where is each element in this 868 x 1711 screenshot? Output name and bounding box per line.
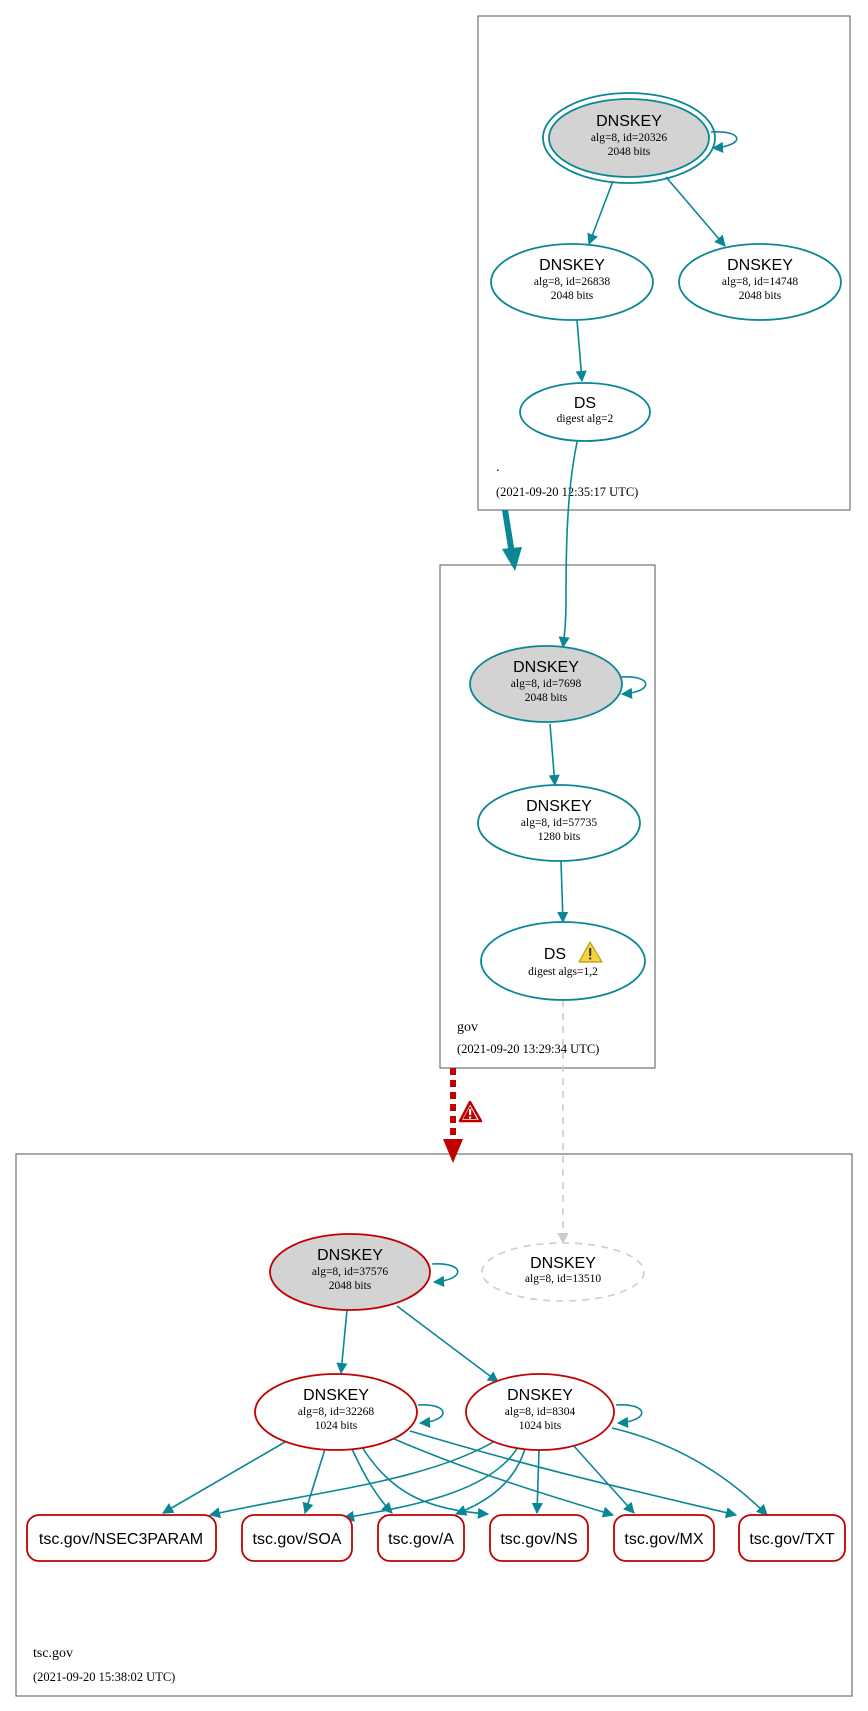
edge-zsk2-self <box>615 1404 643 1428</box>
node-gov-ksk[interactable]: DNSKEY alg=8, id=7698 2048 bits <box>469 645 623 723</box>
zone-gov-time: (2021-09-20 13:29:34 UTC) <box>457 1042 599 1056</box>
warning-icon <box>578 941 603 963</box>
node-tsc-ksk-title: DNSKEY <box>317 1247 383 1264</box>
edge-gov-ksk-self <box>619 676 647 699</box>
edge-zsk2-to-txt <box>611 1427 768 1516</box>
edge-zsk1-to-ns <box>361 1446 490 1519</box>
rrset-a-label: tsc.gov/A <box>388 1531 454 1548</box>
zone-gov-name: gov <box>457 1020 478 1035</box>
edge-zsk2-to-nsec3param <box>208 1437 501 1519</box>
rrset-mx[interactable]: tsc.gov/MX <box>613 1514 715 1562</box>
edges <box>162 131 768 1522</box>
rrset-ns[interactable]: tsc.gov/NS <box>489 1514 589 1562</box>
node-root-ksk-alg: alg=8, id=20326 <box>591 132 667 144</box>
rrset-soa[interactable]: tsc.gov/SOA <box>241 1514 353 1562</box>
edge-zsk2-to-ns <box>531 1449 543 1515</box>
rrset-nsec3param[interactable]: tsc.gov/NSEC3PARAM <box>26 1514 217 1562</box>
zone-tsc-gov-name: tsc.gov <box>33 1646 73 1661</box>
node-gov-ksk-alg: alg=8, id=7698 <box>511 678 582 690</box>
node-gov-ksk-title: DNSKEY <box>513 659 579 676</box>
edge-tsc-ksk-self <box>431 1263 459 1287</box>
edge-zsk2-to-soa <box>342 1446 519 1522</box>
edge-root-zsk1-to-ds <box>575 319 587 383</box>
node-root-ds[interactable]: DS digest alg=2 <box>519 382 651 442</box>
node-root-zsk-26838[interactable]: DNSKEY alg=8, id=26838 2048 bits <box>490 243 654 321</box>
delegation-warning-icon <box>458 1100 483 1123</box>
delegation-root-to-gov <box>502 509 522 571</box>
edge-root-ds-to-gov-ksk <box>558 437 579 649</box>
node-gov-zsk-alg: alg=8, id=57735 <box>521 817 597 829</box>
node-tsc-zsk-32268-title: DNSKEY <box>303 1387 369 1404</box>
zone-root-name: . <box>496 460 500 475</box>
edge-zsk1-to-txt <box>409 1430 738 1519</box>
node-root-zsk-26838-title: DNSKEY <box>539 257 605 274</box>
rrset-mx-label: tsc.gov/MX <box>624 1531 703 1548</box>
zone-root-time: (2021-09-20 12:35:17 UTC) <box>496 485 638 499</box>
edge-root-ksk-to-zsk2 <box>665 176 726 247</box>
edge-gov-zsk-to-ds <box>557 860 569 924</box>
node-tsc-missing-dnskey[interactable]: DNSKEY alg=8, id=13510 <box>481 1242 645 1302</box>
rrset-txt[interactable]: tsc.gov/TXT <box>738 1514 846 1562</box>
node-gov-ds-title: DS <box>544 946 566 963</box>
node-tsc-missing-dnskey-alg: alg=8, id=13510 <box>525 1273 601 1285</box>
node-tsc-ksk-bits: 2048 bits <box>329 1280 372 1292</box>
node-root-zsk-26838-alg: alg=8, id=26838 <box>534 276 610 288</box>
node-tsc-zsk-8304[interactable]: DNSKEY alg=8, id=8304 1024 bits <box>465 1373 615 1451</box>
node-root-zsk-14748-title: DNSKEY <box>727 257 793 274</box>
zone-root: . (2021-09-20 12:35:17 UTC) <box>477 15 851 511</box>
node-tsc-zsk-8304-bits: 1024 bits <box>519 1420 562 1432</box>
node-gov-ds[interactable]: DS digest algs=1,2 <box>480 921 646 1001</box>
edge-zsk2-to-a <box>454 1448 526 1516</box>
node-gov-ds-digest: digest algs=1,2 <box>528 966 598 978</box>
node-gov-zsk-bits: 1280 bits <box>538 831 581 843</box>
node-root-zsk-14748-bits: 2048 bits <box>739 290 782 302</box>
zone-tsc-gov: tsc.gov (2021-09-20 15:38:02 UTC) <box>15 1153 853 1697</box>
rrset-nsec3param-label: tsc.gov/NSEC3PARAM <box>39 1531 203 1548</box>
node-tsc-ksk-alg: alg=8, id=37576 <box>312 1266 388 1278</box>
node-root-ksk-bits: 2048 bits <box>608 146 651 158</box>
node-root-ds-digest: digest alg=2 <box>557 413 614 425</box>
edge-zsk1-self <box>417 1404 444 1428</box>
node-root-ksk[interactable]: DNSKEY alg=8, id=20326 2048 bits <box>542 92 716 184</box>
node-root-ds-title: DS <box>574 395 596 412</box>
node-tsc-zsk-8304-alg: alg=8, id=8304 <box>505 1406 576 1418</box>
node-root-zsk-26838-bits: 2048 bits <box>551 290 594 302</box>
rrset-txt-label: tsc.gov/TXT <box>749 1531 835 1548</box>
edge-zsk1-to-nsec3param <box>162 1441 286 1514</box>
node-root-zsk-14748-alg: alg=8, id=14748 <box>722 276 798 288</box>
edge-zsk1-to-a <box>351 1448 393 1514</box>
rrset-soa-label: tsc.gov/SOA <box>253 1531 342 1548</box>
node-gov-zsk[interactable]: DNSKEY alg=8, id=57735 1280 bits <box>477 784 641 862</box>
zone-tsc-gov-time: (2021-09-20 15:38:02 UTC) <box>33 1670 175 1684</box>
rrset-a[interactable]: tsc.gov/A <box>377 1514 465 1562</box>
edge-zsk2-to-mx <box>572 1444 635 1514</box>
node-root-zsk-14748[interactable]: DNSKEY alg=8, id=14748 2048 bits <box>678 243 842 321</box>
edge-gov-ksk-to-zsk <box>548 723 560 787</box>
node-tsc-zsk-8304-title: DNSKEY <box>507 1387 573 1404</box>
node-tsc-zsk-32268-bits: 1024 bits <box>315 1420 358 1432</box>
node-root-ksk-title: DNSKEY <box>596 113 662 130</box>
delegation-gov-to-tsc-gov <box>443 1068 463 1163</box>
node-tsc-zsk-32268-alg: alg=8, id=32268 <box>298 1406 374 1418</box>
node-gov-zsk-title: DNSKEY <box>526 798 592 815</box>
edge-zsk1-to-mx <box>391 1437 615 1518</box>
node-gov-ksk-bits: 2048 bits <box>525 692 568 704</box>
rrset-ns-label: tsc.gov/NS <box>500 1531 577 1548</box>
edge-tsc-ksk-to-zsk2 <box>396 1305 499 1383</box>
node-tsc-ksk[interactable]: DNSKEY alg=8, id=37576 2048 bits <box>269 1233 431 1311</box>
node-tsc-missing-dnskey-title: DNSKEY <box>530 1255 596 1272</box>
edge-root-ksk-self <box>710 131 738 153</box>
edge-tsc-ksk-to-zsk1 <box>336 1309 348 1375</box>
node-tsc-zsk-32268[interactable]: DNSKEY alg=8, id=32268 1024 bits <box>254 1373 418 1451</box>
edge-zsk1-to-soa <box>302 1448 326 1515</box>
edge-root-ksk-to-zsk1 <box>587 180 614 246</box>
